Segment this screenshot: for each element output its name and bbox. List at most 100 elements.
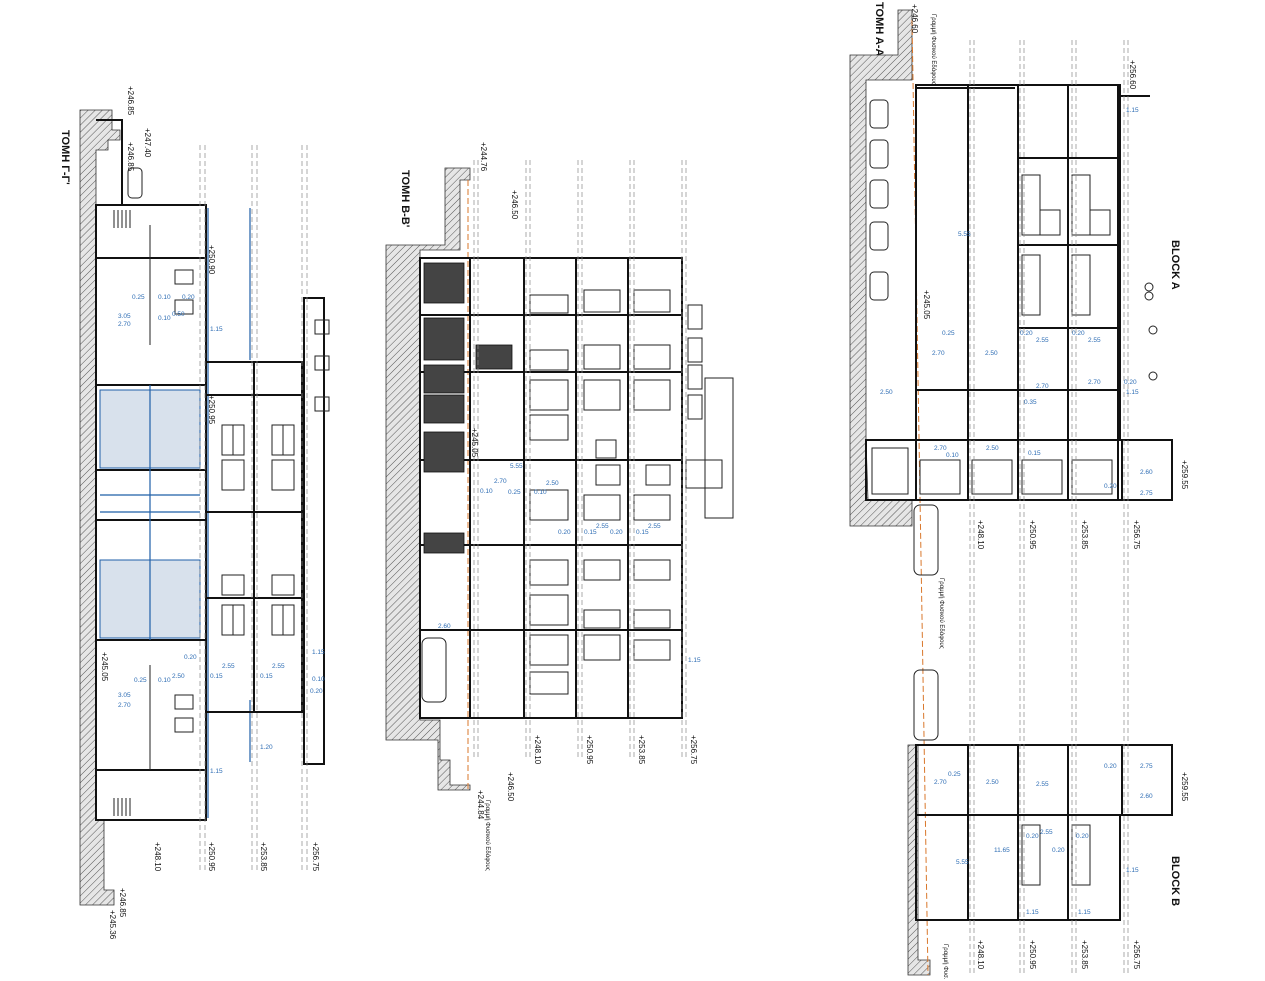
aa-soil-lower — [907, 744, 931, 976]
aa-dim: 2.55 — [1040, 829, 1053, 836]
aa-dim: 5.55 — [956, 859, 969, 866]
gg-level: +248.10 — [153, 842, 162, 872]
aa-dim: 2.70 — [934, 779, 947, 786]
gg-dim: 2.50 — [172, 673, 185, 680]
aa-soil-upper — [849, 9, 913, 527]
aa-level: +250.95 — [1028, 520, 1037, 550]
aa-level: +248.10 — [976, 520, 985, 550]
aa-dim: 0.25 — [948, 771, 961, 778]
gg-right-wall — [303, 297, 325, 765]
aa-dim: 2.70 — [932, 350, 945, 357]
aa-level: +256.75 — [1132, 520, 1141, 550]
section-bb: ΤΟΜΗ Β-Β' — [385, 142, 734, 871]
aa-level: +246.60 — [910, 4, 919, 34]
aa-ground-note: Γραμμή Φυσ. — [942, 944, 949, 980]
aa-dim: 0.20 — [1072, 330, 1085, 337]
bb-dim: 0.15 — [636, 529, 649, 536]
aa-level: +248.10 — [976, 940, 985, 970]
aa-dim: 1.15 — [1126, 389, 1139, 396]
gg-dim: 2.55 — [272, 663, 285, 670]
aa-dim: 1.15 — [1078, 909, 1091, 916]
aa-dim: 0.25 — [942, 330, 955, 337]
bb-dim: 2.55 — [596, 523, 609, 530]
section-aa: ΤΟΜΗ Α-Α' — [849, 2, 1189, 980]
gg-dim: 0.10 — [158, 294, 171, 301]
aa-dim: 0.20 — [1076, 833, 1089, 840]
aa-dim: 2.75 — [1140, 490, 1153, 497]
bb-level: +253.85 — [637, 735, 646, 765]
gg-stairs-top — [113, 210, 131, 228]
gg-dim: 2.55 — [222, 663, 235, 670]
aa-dim: 0.15 — [1028, 450, 1041, 457]
aa-dim: 1.15 — [1126, 107, 1139, 114]
section-bb-title: ΤΟΜΗ Β-Β' — [399, 170, 411, 228]
gg-soil-left — [79, 109, 121, 906]
aa-dim: 0.20 — [1104, 763, 1117, 770]
bb-dim: 2.60 — [438, 623, 451, 630]
gg-stairs-bottom — [113, 798, 131, 816]
bb-level: +245.05 — [470, 428, 479, 458]
gg-level: +245.36 — [108, 910, 117, 940]
block-a-label: BLOCK A — [1169, 240, 1181, 290]
gg-dim: 0.10 — [158, 315, 171, 322]
aa-level: +250.95 — [1028, 940, 1037, 970]
section-aa-title: ΤΟΜΗ Α-Α' — [873, 2, 885, 59]
aa-dim: 11.65 — [994, 847, 1010, 854]
aa-dim: 2.60 — [1140, 793, 1153, 800]
aa-dim: 2.50 — [986, 445, 999, 452]
gg-dim: 0.50 — [172, 311, 185, 318]
section-gg-title: ΤΟΜΗ Γ-Γ' — [59, 130, 71, 185]
aa-dim: 2.50 — [986, 779, 999, 786]
bb-dim: 0.15 — [584, 529, 597, 536]
aa-level: +259.55 — [1180, 772, 1189, 802]
bb-dimensions: 5.55 2.70 2.50 0.10 0.25 0.10 2.55 2.55 … — [438, 463, 701, 664]
gg-dim: 2.70 — [118, 702, 131, 709]
bb-warning-triangle-icon — [595, 464, 621, 486]
aa-dim: 5.55 — [958, 231, 971, 238]
aa-dim: 0.20 — [1026, 833, 1039, 840]
gg-dim: 0.10 — [158, 677, 171, 684]
aa-car-icon-1 — [913, 504, 939, 576]
aa-balcony-planters — [1144, 282, 1158, 381]
aa-car-icon-2 — [913, 669, 939, 741]
bb-dim: 0.25 — [508, 489, 521, 496]
gg-level: +247.40 — [143, 128, 152, 158]
gg-dim: 1.15 — [210, 768, 223, 775]
aa-ground-note: Γραμμή Φυσικού Εδάφους — [938, 578, 945, 649]
gg-dim: 0.15 — [260, 673, 273, 680]
bb-dim: 0.20 — [558, 529, 571, 536]
gg-dim: 1.20 — [260, 744, 273, 751]
aa-level: +253.85 — [1080, 940, 1089, 970]
bb-level: +256.75 — [689, 735, 698, 765]
gg-level: +245.05 — [100, 652, 109, 682]
gg-dim: 0.25 — [132, 294, 145, 301]
aa-dim: 2.55 — [1088, 337, 1101, 344]
aa-block-b-top — [915, 744, 1173, 816]
gg-dim: 3.05 — [118, 692, 131, 699]
aa-dim: 2.70 — [934, 445, 947, 452]
aa-level: +256.75 — [1132, 940, 1141, 970]
aa-dim: 0.20 — [1020, 330, 1033, 337]
bb-level: +246.50 — [506, 772, 515, 802]
gg-dim: 3.05 — [118, 313, 131, 320]
aa-dim: 0.35 — [1024, 399, 1037, 406]
aa-dim: 0.20 — [1124, 379, 1137, 386]
aa-levels: +246.60 +256.60 +245.05 +259.55 +248.10 … — [910, 4, 1189, 970]
block-b-label: BLOCK B — [1169, 856, 1181, 906]
bb-dim: 0.10 — [534, 489, 547, 496]
aa-dim: 2.70 — [1036, 383, 1049, 390]
bb-dim: 0.10 — [480, 488, 493, 495]
gg-level: +250.95 — [207, 842, 216, 872]
gg-dim: 1.15 — [210, 326, 223, 333]
gg-dim: 0.20 — [310, 688, 323, 695]
bb-levels: +244.76 +246.50 +245.05 +248.10 +250.95 … — [470, 142, 698, 820]
aa-dim: 2.70 — [1088, 379, 1101, 386]
bb-dim: 1.15 — [688, 657, 701, 664]
bb-soil — [385, 167, 471, 791]
aa-dim: 0.20 — [1052, 847, 1065, 854]
bb-level: +246.50 — [510, 190, 519, 220]
bb-storage-racks — [423, 262, 513, 554]
gg-dim: 0.15 — [210, 673, 223, 680]
bb-dim: 5.55 — [510, 463, 523, 470]
aa-dim: 2.50 — [985, 350, 998, 357]
